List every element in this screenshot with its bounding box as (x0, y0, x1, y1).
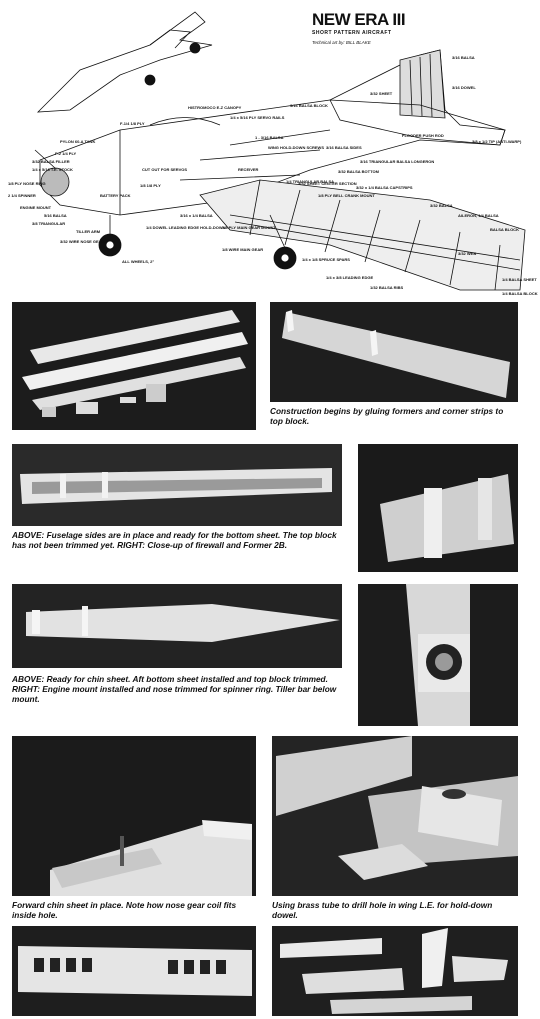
article-subtitle: SHORT PATTERN AIRCRAFT (312, 30, 392, 36)
callout-longeron: 3/16 TRIANGULAR BALSA LONGERON (360, 159, 435, 164)
callout-canopy: HISTROMOCO E-Z CANOPY (188, 105, 242, 110)
callout-aileron: AILERON, 1/4 BALSA (458, 213, 499, 218)
callout-tiller: TILLER ARM (76, 229, 101, 234)
callout-le: 1/4 x 3/8 LEADING EDGE (326, 275, 374, 280)
callout-capstrips: 3/32 x 1/4 BALSA CAPSTRIPS (356, 185, 413, 190)
callout-tip: 3/8 x 1/2 TIP (ANTI-WARP) (472, 139, 522, 144)
photo-nose-gear (12, 736, 256, 896)
main-wing (199, 179, 526, 291)
tail-parts-image (272, 926, 518, 1016)
vertical-fin (399, 49, 446, 119)
callout-wheels: ALL WHEELS, 2" (122, 259, 155, 264)
construction-image (270, 302, 518, 402)
cutaway-drawing (34, 11, 526, 291)
stabilizer (329, 99, 506, 146)
callout-engine-mount: ENGINE MOUNT (20, 205, 52, 210)
chin-sheet-image (12, 584, 342, 668)
callout-receiver: RECEIVER (238, 167, 259, 172)
callout-gear-mount: 1/8 PLY MAIN GEAR MOUNT (222, 225, 276, 230)
photo-firewall-closeup (358, 444, 518, 572)
callout-balsa-3-16: 3/16 x 1/4 BALSA (180, 213, 213, 218)
callout-web: 3/32 WEB (458, 251, 477, 256)
nose-gear-image (12, 736, 256, 896)
callout-tri-balsa: 1/4 TRIANGULAR BALSA (286, 179, 335, 184)
callout-balsa: 3/16 BALSA (452, 55, 475, 60)
callout-nose-gear: 3/32 WIRE NOSE GEAR (60, 239, 105, 244)
callout-tank: PYLON 60-A TANK (60, 139, 96, 144)
callout-balsa-bottom: 3/32 BALSA BOTTOM (338, 169, 379, 174)
photo-wing-hold-down (272, 736, 518, 896)
callout-balsa-5-16: 5/16 BALSA (44, 213, 67, 218)
callout-balsa-2: 1 - 3/16 BALSA (255, 135, 284, 140)
callout-balsa-block-2: BALSA BLOCK (490, 227, 519, 232)
callout-spinner: 2 1/4 SPINNER (8, 193, 36, 198)
callout-te-stock: 1/4 x 5/16 T.E. STOCK (32, 167, 73, 172)
callout-main-gear: 1/8 WIRE MAIN GEAR (222, 247, 264, 252)
callout-balsa-3-32: 3/32 BALSA (430, 203, 453, 208)
callout-balsa-sides: 3/16 BALSA SIDES (326, 145, 362, 150)
callout-filler: 3/32 BALSA FILLER (32, 159, 70, 164)
callout-ply: 1/8 1/8 PLY (140, 183, 161, 188)
fuselage-parts-image (12, 302, 256, 430)
callout-balsa-sheet: 1/4 BALSA SHEET (502, 277, 537, 282)
callout-servo-rails: 1/4 x 5/16 PLY SERVO RAILS (230, 115, 285, 120)
caption-construction: Construction begins by gluing formers an… (270, 406, 504, 426)
callout-battery: BATTERY PACK (100, 193, 131, 198)
callout-f2: F-2 1/4 PLY (55, 151, 77, 156)
wing-ribs-image (12, 926, 256, 1016)
callout-spars: 1/4 x 1/8 SPRUCE SPARS (302, 257, 350, 262)
photo-fuselage-parts (12, 302, 256, 430)
caption-nose-gear: Forward chin sheet in place. Note how no… (12, 900, 237, 920)
callout-triangular: 3/8 TRIANGULAR (32, 221, 66, 226)
callout-dowel-le: 1/4 DOWEL LEADING EDGE HOLD-DOWN (146, 225, 226, 230)
callout-hold-down: WING HOLD-DOWN SCREWS (268, 145, 324, 150)
callout-f1: F-1/4 1/8 PLY (120, 121, 145, 126)
photo-engine-mount (358, 584, 518, 726)
fuselage-sides-image (12, 444, 342, 526)
photo-fuselage-sides (12, 444, 342, 526)
callout-pushrod: FLOODER PUSH ROD (402, 133, 444, 138)
callout-balsa-block: 3/16 BALSA BLOCK (290, 103, 328, 108)
art-credit: Technical art by: BILL BLAKE (312, 40, 371, 45)
photo-tail-parts (272, 926, 518, 1016)
callout-center-sheet: 3/32 SHEET CENTER SECTION (298, 181, 357, 186)
article-title: NEW ERA III (312, 10, 406, 29)
photo-chin-sheet (12, 584, 342, 668)
flying-plane-sketch (36, 11, 213, 113)
callout-balsa-block-3: 1/4 BALSA BLOCK (502, 291, 538, 296)
caption-chin-sheet: ABOVE: Ready for chin sheet. Aft bottom … (12, 674, 337, 704)
photo-construction (270, 302, 518, 402)
callout-ribs: 1/32 BALSA RIBS (370, 285, 404, 290)
firewall-image (358, 444, 518, 572)
callout-dowel: 3/16 DOWEL (452, 85, 476, 90)
callout-sheet: 3/32 SHEET (370, 91, 393, 96)
photo-wing-ribs (12, 926, 256, 1016)
engine-mount-image (358, 584, 518, 726)
caption-wing-hold-down: Using brass tube to drill hole in wing L… (272, 900, 493, 920)
callout-bellcrank: 1/8 PLY BELL CRANK MOUNT (318, 193, 375, 198)
callout-servo-cutout: CUT OUT FOR SERVOS (142, 167, 188, 172)
callout-nose-ring: 1/8 PLY NOSE RING (8, 181, 46, 186)
caption-fuselage-sides: ABOVE: Fuselage sides are in place and r… (12, 530, 337, 550)
wing-hold-down-image (272, 736, 518, 896)
